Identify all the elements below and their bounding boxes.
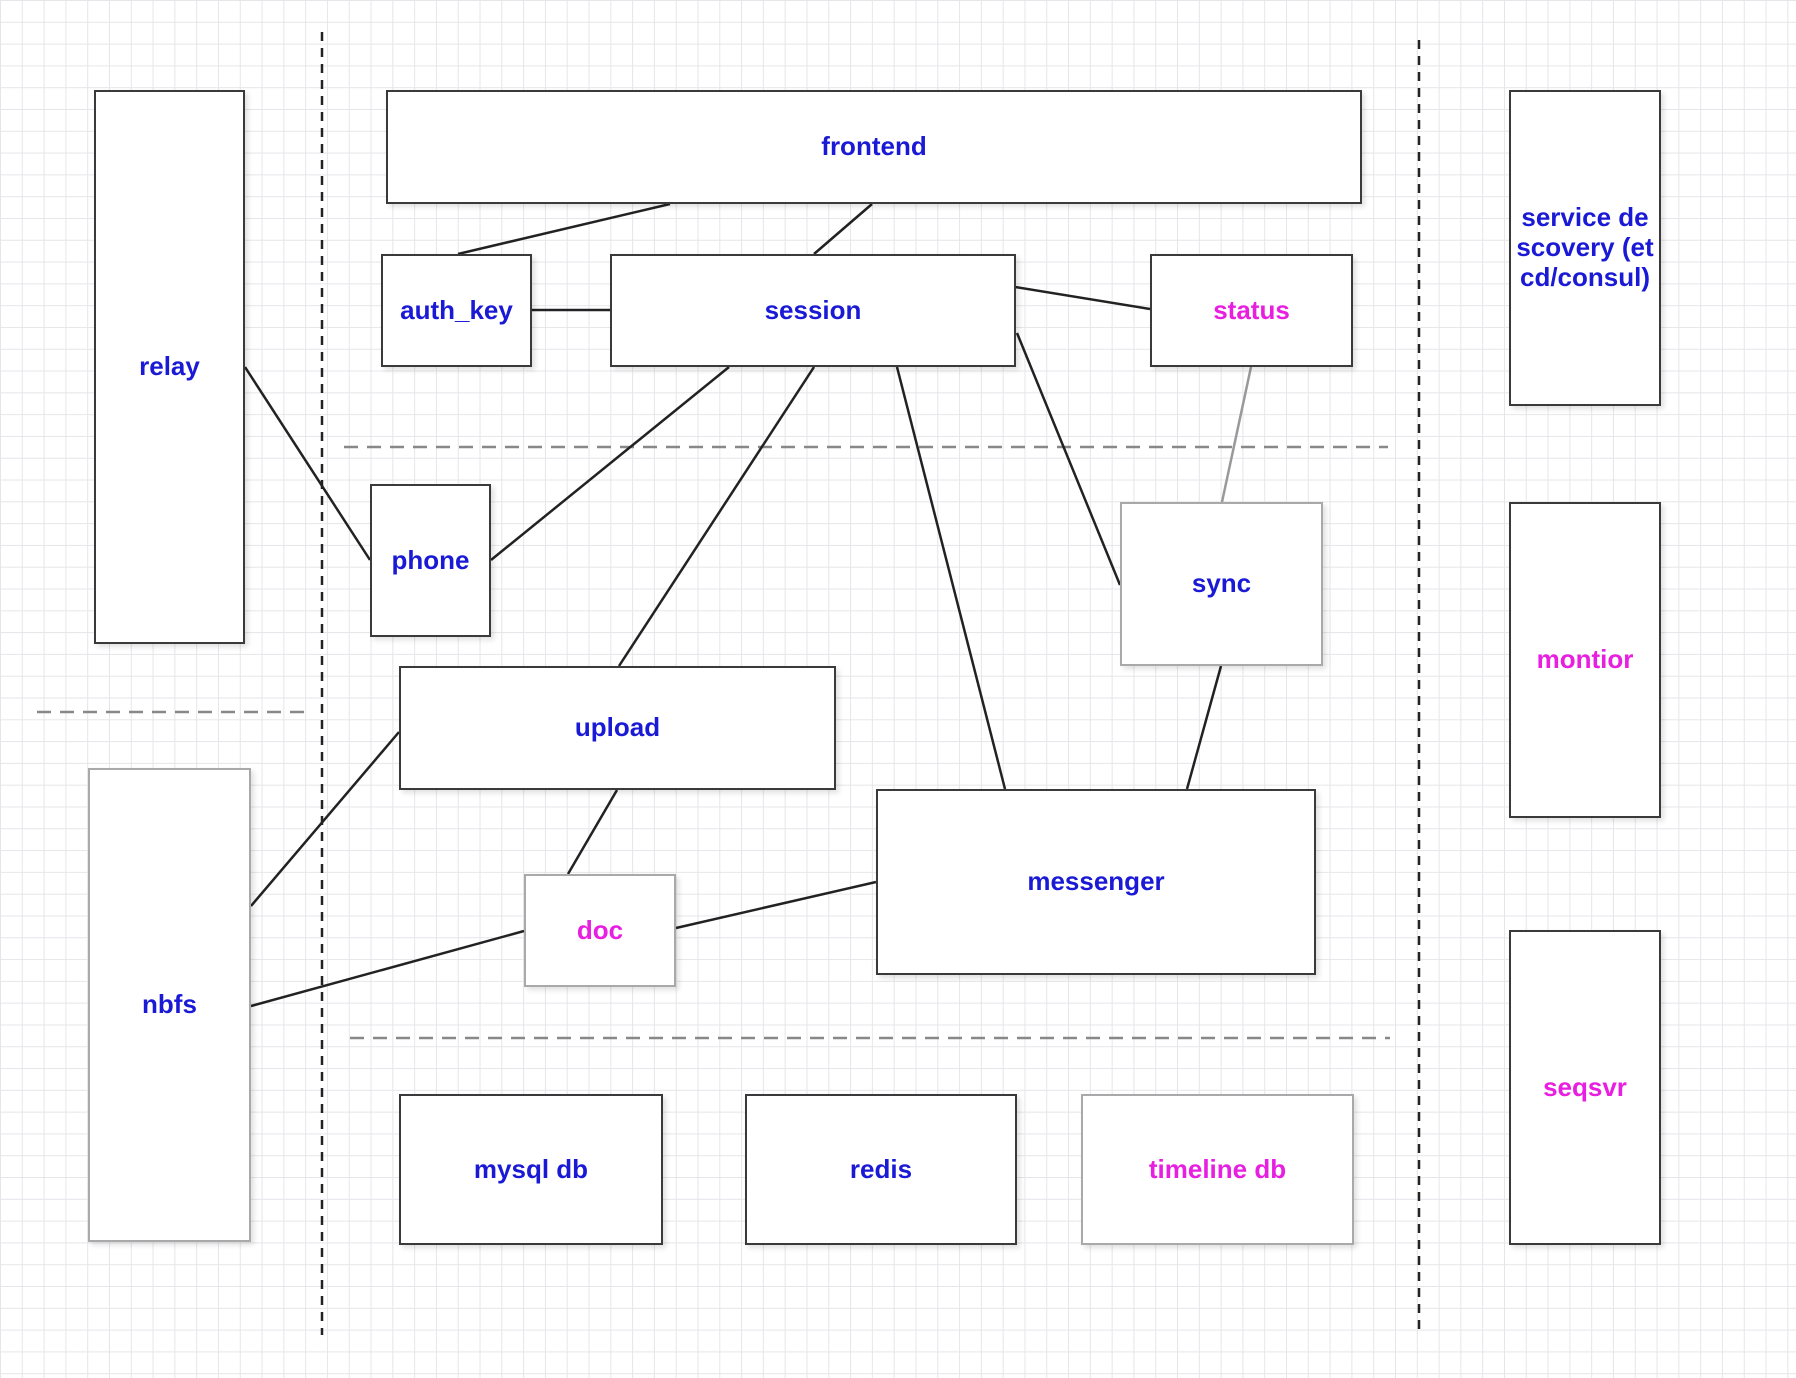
node-timeline-db-label: timeline db	[1148, 1153, 1287, 1184]
edge-nbfs-doc	[250, 929, 525, 1008]
node-monitor: montior	[1509, 502, 1661, 818]
edge-session-status	[1014, 285, 1151, 311]
node-frontend: frontend	[386, 90, 1362, 204]
edge-session-sync	[1015, 332, 1122, 586]
edge-session-frontend	[813, 203, 873, 255]
edge-doc-messenger	[675, 880, 877, 930]
edge-session-phone	[490, 366, 730, 561]
node-doc: doc	[524, 874, 676, 987]
node-redis-label: redis	[849, 1153, 913, 1184]
dividers	[37, 32, 1421, 1335]
node-session-label: session	[764, 294, 862, 325]
edge-upload-nbfs	[250, 731, 400, 907]
node-messenger-label: messenger	[1027, 866, 1165, 897]
node-status-label: status	[1213, 294, 1290, 325]
node-messenger: messenger	[876, 789, 1316, 975]
node-doc-label: doc	[576, 914, 624, 945]
node-timeline-db: timeline db	[1081, 1094, 1354, 1245]
node-service-discovery: service descovery (etcd/consul)	[1509, 90, 1661, 406]
node-nbfs: nbfs	[88, 768, 251, 1242]
node-relay-label: relay	[139, 351, 200, 382]
node-seqsvr-label: seqsvr	[1543, 1071, 1627, 1102]
node-auth-key-label: auth_key	[400, 294, 513, 325]
node-phone: phone	[370, 484, 491, 637]
node-upload-label: upload	[574, 712, 661, 743]
edge-upload-doc	[566, 789, 619, 875]
node-nbfs-label: nbfs	[142, 989, 197, 1020]
node-sync-label: sync	[1191, 568, 1252, 599]
edge-auth-key-frontend	[457, 202, 671, 256]
node-relay: relay	[94, 90, 245, 644]
edge-status-sync	[1220, 366, 1253, 503]
node-frontend-label: frontend	[821, 131, 927, 162]
node-auth-key: auth_key	[381, 254, 532, 367]
node-upload: upload	[399, 666, 836, 790]
node-mysql-db: mysql db	[399, 1094, 663, 1245]
node-redis: redis	[745, 1094, 1017, 1245]
node-status: status	[1150, 254, 1353, 367]
node-service-discovery-label: service descovery (etcd/consul)	[1516, 202, 1654, 292]
node-mysql-db-label: mysql db	[473, 1153, 589, 1184]
edge-sync-messenger	[1185, 665, 1223, 790]
node-sync: sync	[1120, 502, 1323, 666]
connections	[243, 202, 1253, 1008]
edge-relay-phone	[243, 366, 372, 561]
node-phone-label: phone	[391, 544, 470, 575]
node-monitor-label: montior	[1536, 644, 1634, 675]
edge-session-messenger	[895, 366, 1007, 790]
node-session: session	[610, 254, 1016, 367]
node-seqsvr: seqsvr	[1509, 930, 1661, 1245]
edge-session-upload	[617, 366, 816, 667]
